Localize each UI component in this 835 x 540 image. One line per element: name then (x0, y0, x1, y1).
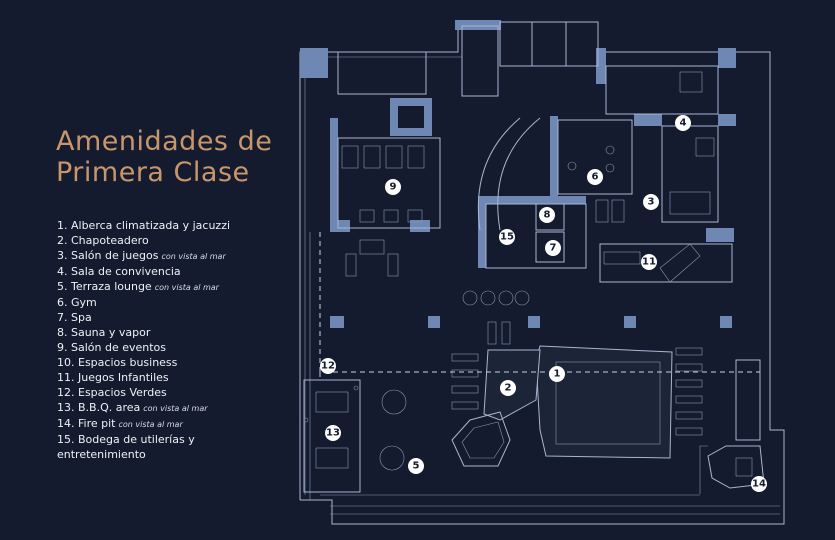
marker-2: 2 (500, 380, 516, 396)
amenity-markers: 1 2 3 4 5 6 7 8 9 11 12 13 14 15 (320, 115, 767, 492)
legend-note: con vista al mar (143, 404, 208, 413)
title-line-2: Primera Clase (56, 157, 250, 188)
event-hall-furniture (341, 145, 425, 277)
legend-item-2: 2. Chapoteadero (57, 234, 149, 247)
circulation-path (319, 232, 760, 380)
legend-note: con vista al mar (118, 420, 183, 429)
pool-loungers (451, 290, 703, 436)
legend-note: con vista al mar (154, 283, 219, 292)
gym-equipment (567, 145, 625, 223)
legend-item-7: 7. Spa (57, 311, 92, 324)
svg-text:9: 9 (390, 182, 397, 193)
svg-text:6: 6 (592, 172, 599, 183)
svg-text:15: 15 (500, 232, 514, 243)
legend-item-6: 6. Gym (57, 296, 97, 309)
svg-text:13: 13 (326, 428, 340, 439)
title-line-1: Amenidades de (56, 126, 273, 157)
marker-5: 5 (408, 458, 424, 474)
legend-item-10: 10. Espacios business (57, 356, 178, 369)
walls (300, 20, 736, 328)
svg-text:7: 7 (550, 243, 557, 254)
legend-note: con vista al mar (161, 252, 226, 261)
marker-9: 9 (385, 179, 401, 195)
building-outline (299, 21, 785, 525)
fire-pit-area (699, 359, 765, 494)
legend-item-11: 11. Juegos Infantiles (57, 371, 169, 384)
page-title: Amenidades de Primera Clase (56, 126, 272, 188)
svg-text:8: 8 (544, 210, 551, 221)
marker-14: 14 (751, 476, 767, 492)
marker-7: 7 (545, 240, 561, 256)
terrace-lounge (379, 389, 407, 471)
legend-item-15-cont: entretenimiento (57, 448, 146, 461)
legend-item-9: 9. Salón de eventos (57, 341, 167, 354)
amenities-legend: 1. Alberca climatizada y jacuzzi 2. Chap… (57, 218, 307, 462)
legend-item-1: 1. Alberca climatizada y jacuzzi (57, 219, 231, 232)
legend-item-12: 12. Espacios Verdes (57, 386, 167, 399)
marker-3: 3 (643, 194, 659, 210)
svg-text:2: 2 (505, 383, 512, 394)
kids-playground (603, 243, 701, 283)
legend-item-8: 8. Sauna y vapor (57, 326, 151, 339)
marker-6: 6 (587, 169, 603, 185)
legend-item-4: 4. Sala de convivencia (57, 265, 181, 278)
marker-8: 8 (539, 207, 555, 223)
bbq-area (303, 379, 361, 493)
marker-4: 4 (675, 115, 691, 131)
svg-text:14: 14 (752, 479, 766, 490)
pools (451, 345, 673, 467)
marker-15: 15 (499, 229, 515, 245)
svg-text:11: 11 (642, 257, 656, 268)
svg-text:1: 1 (554, 369, 561, 380)
marker-11: 11 (641, 254, 657, 270)
svg-text:4: 4 (680, 118, 687, 129)
svg-text:3: 3 (648, 197, 655, 208)
svg-text:12: 12 (321, 361, 335, 372)
marker-12: 12 (320, 358, 336, 374)
game-room-furniture (669, 71, 715, 215)
marker-13: 13 (325, 425, 341, 441)
marker-1: 1 (549, 366, 565, 382)
svg-text:5: 5 (413, 461, 420, 472)
legend-item-15: 15. Bodega de utilerías y (57, 433, 195, 446)
